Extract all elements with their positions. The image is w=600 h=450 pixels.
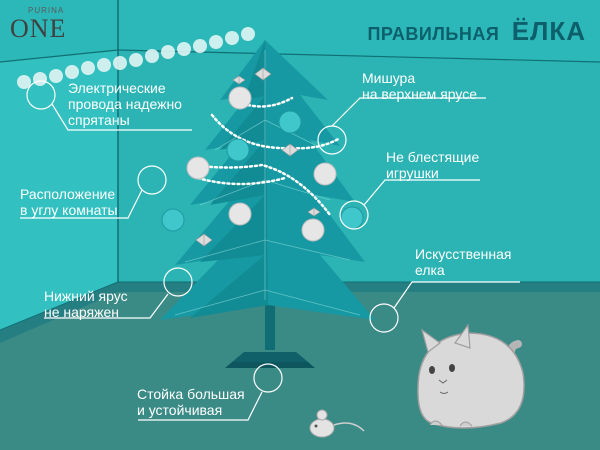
label-line: елка [415,262,445,278]
label-line: Мишура [362,70,416,86]
label-line: не наряжен [44,304,120,320]
tree-stand [232,352,308,362]
title-part2: ЁЛКА [511,16,586,46]
label-wires: Электрические провода надежно спрятаны [68,80,182,128]
title-part1: ПРАВИЛЬНАЯ [367,24,500,44]
garland-lights [17,27,255,89]
label-line: Нижний ярус [44,288,128,304]
label-line: игрушки [386,165,439,181]
left-wall [0,50,118,340]
label-stand: Стойка большая и устойчивая [137,386,245,418]
label-line: на верхнем ярусе [362,86,477,102]
leader-lines [20,97,520,421]
label-line: спрятаны [68,112,130,128]
page-title: ПРАВИЛЬНАЯ ЁЛКА [367,16,586,47]
label-lower-tier: Нижний ярус не наряжен [44,288,128,320]
christmas-tree [160,40,375,320]
label-line: в углу комнаты [20,202,118,218]
label-line: Искусственная [415,246,512,262]
label-tinsel: Мишура на верхнем ярусе [362,70,477,102]
ornaments [161,86,364,242]
label-line: Стойка большая [137,386,245,402]
cat [417,323,525,429]
label-line: Не блестящие [386,149,480,165]
label-line: Расположение [20,186,116,202]
baseboard-left [0,282,118,343]
label-corner: Расположение в углу комнаты [20,186,118,218]
ceiling-line-left [0,49,119,63]
callout-circles [26,80,399,393]
label-artificial: Искусственная елка [415,246,512,278]
brand-name: ONE [10,14,67,43]
label-line: провода надежно [68,96,182,112]
tree-stand-base [225,362,315,368]
baseboard-line-left [0,281,119,331]
label-line: и устойчивая [137,402,223,418]
purina-one-logo: PURINA ONE [8,6,78,43]
label-toys: Не блестящие игрушки [386,149,479,181]
tree-trunk [265,300,275,350]
label-line: Электрические [68,80,166,96]
toy-mouse [309,409,365,438]
brand-top: PURINA [28,6,65,15]
bows [195,67,321,247]
